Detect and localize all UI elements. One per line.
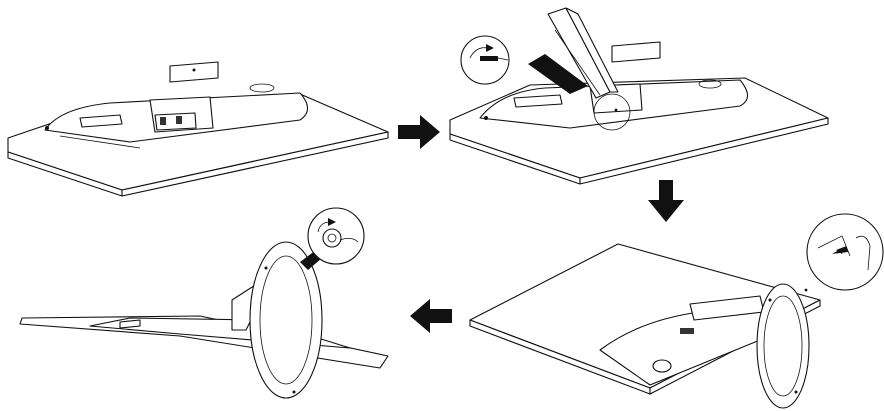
step-2-monitor bbox=[449, 7, 829, 185]
step-4-monitor bbox=[19, 207, 389, 399]
arrow-left-icon bbox=[410, 299, 452, 333]
round-base bbox=[756, 283, 810, 409]
step-3-monitor bbox=[469, 213, 884, 409]
arrow-down-icon bbox=[648, 180, 684, 222]
arrow-right-icon bbox=[398, 115, 440, 149]
round-base-large bbox=[249, 241, 323, 399]
step-1-monitor bbox=[7, 61, 389, 197]
